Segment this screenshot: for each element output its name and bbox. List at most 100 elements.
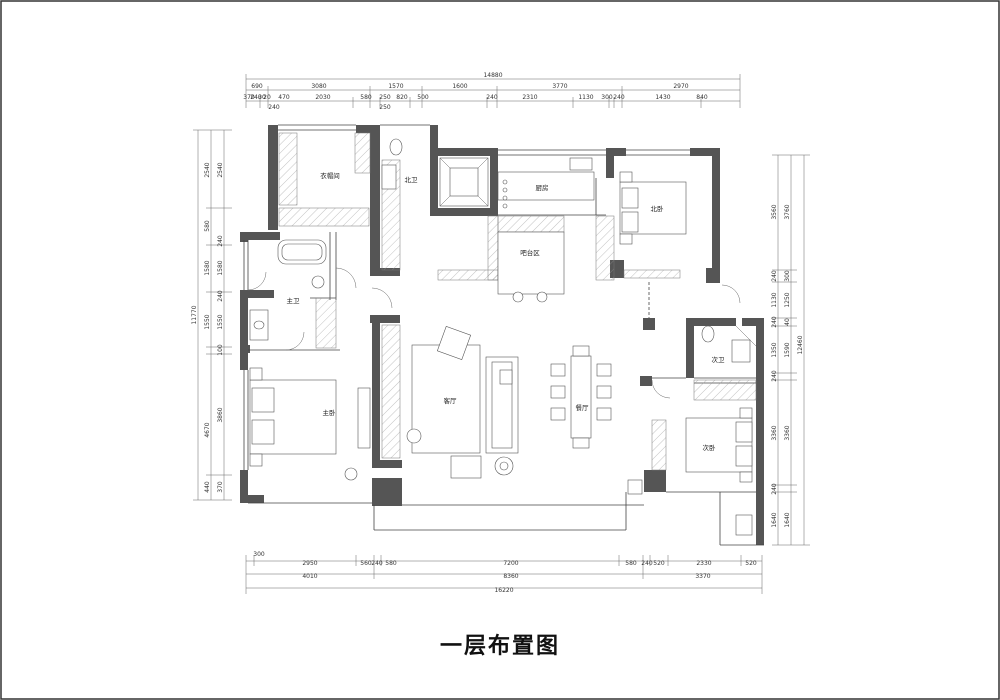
dim-bot-240b: 240 [641,560,653,567]
dim-top-total: 14880 [483,72,502,79]
dim-right-1640b: 1640 [784,512,791,527]
dim-left-upper-a: 2540 [204,162,211,177]
dim-top-r3-10: 240 [486,94,498,101]
living-rug [411,344,481,454]
dim-top-r3-8: 820 [396,94,408,101]
dim-right-40: 40 [784,318,791,326]
dim-left-370-440: 370 [217,481,224,493]
dim-right-3760: 3760 [784,204,791,219]
dim-left-upper-b: 2540 [217,162,224,177]
dim-left-440: 440 [204,481,211,493]
walls [240,125,764,545]
dim-right-3360a: 3360 [771,425,778,440]
dim-left-total: 11770 [191,305,198,324]
ottoman [450,455,482,479]
dim-right-1250: 1250 [784,292,791,307]
dim-right-3560: 3560 [771,204,778,219]
dim-top-r3-14: 240 [613,94,625,101]
bar-stool [512,291,524,303]
dim-top-r3-4: 470 [278,94,290,101]
dim-left-c2-240b: 240 [217,290,224,302]
dim-top-r3-5: 2030 [315,94,330,101]
dim-top-r3-3: 20 [263,94,271,101]
label-cloakroom: 衣帽间 [320,171,340,180]
toilet-second [701,325,715,343]
right-dimensions: 3560 3760 240 1130 1250 240 1350 1590 24… [771,154,810,546]
dim-bot-580a: 580 [385,560,397,567]
kitchen-island [497,171,595,201]
dim-bot-7200: 7200 [503,560,518,567]
dim-top-r2-5: 2970 [673,83,688,90]
dim-top-r3-7: 250 [379,94,391,101]
bar-stool [536,291,548,303]
dining-table [570,355,592,439]
dim-right-240d: 240 [771,483,778,495]
dim-left-1550: 1550 [204,314,211,329]
dim-right-1130: 1130 [771,292,778,307]
room-labels: 衣帽间 北卫 厨房 北卧 吧台区 主卫 客厅 餐厅 次卫 主卧 次卧 [287,171,726,452]
dim-right-1350: 1350 [771,342,778,357]
dim-top-r3-2: 30 [258,94,266,101]
left-dimensions: 11770 2540 2540 580 240 1580 240 1550 10… [191,129,232,501]
label-master-bedroom: 主卧 [323,408,337,417]
dim-top-r3-15: 1430 [655,94,670,101]
dim-right-1640a: 1640 [771,512,778,527]
label-second-bedroom: 次卧 [703,443,717,452]
drawing-title: 一层布置图 [439,634,560,659]
dim-bot-520a: 520 [653,560,665,567]
dim-top-r3-13: 300 [601,94,613,101]
dim-left-c2-240a: 240 [217,235,224,247]
dim-top-r3-0: 370 [243,94,255,101]
label-bar: 吧台区 [520,248,540,257]
dim-left-c2-100: 100 [217,344,224,356]
label-second-bath: 次卫 [712,355,726,364]
dim-top-r2-3: 1600 [452,83,467,90]
toilet-north [389,138,403,156]
dim-bot-2330: 2330 [696,560,711,567]
dim-right-300: 300 [784,270,791,282]
label-dining: 餐厅 [576,403,590,412]
label-north-bedroom: 北卧 [651,205,665,213]
bar-counter [497,231,565,295]
dim-right-total: 12460 [797,335,804,354]
side-table [406,428,422,444]
dim-top-small-240: 240 [268,104,280,111]
dim-top-r3-16: 840 [696,94,708,101]
label-master-bath: 主卫 [287,296,301,305]
toilet [311,275,325,289]
dim-bot-8360: 8360 [503,573,518,580]
label-north-bath: 北卫 [405,176,419,184]
dim-left-580: 580 [204,220,211,232]
dim-right-3360b: 3360 [784,425,791,440]
dim-top-r3-6: 580 [360,94,372,101]
furniture [247,138,757,536]
dim-bot-240a: 240 [371,560,383,567]
dim-left-c2-1580: 1580 [217,260,224,275]
armchair [436,325,472,361]
dim-top-r2-4: 3770 [552,83,567,90]
dim-right-240c: 240 [771,370,778,382]
dim-left-1580: 1580 [204,260,211,275]
dim-top-r3-11: 2310 [522,94,537,101]
dim-top-r3-12: 1130 [578,94,593,101]
dim-top-r3-1: 240 [250,94,262,101]
dim-bot-300: 300 [253,551,265,558]
dim-bot-total: 16220 [494,587,513,594]
dim-bot-560: 560 [360,560,372,567]
dim-right-240a: 240 [771,270,778,282]
dim-left-c2-1550: 1550 [217,314,224,329]
dim-left-4670: 4670 [204,422,211,437]
dim-bot-580b: 580 [625,560,637,567]
dim-top-small-250: 250 [379,104,391,111]
dim-top-r2-1: 3080 [311,83,326,90]
label-kitchen: 厨房 [536,183,549,192]
label-living: 客厅 [444,396,458,405]
dim-bot-3370: 3370 [695,573,710,580]
dim-left-3860: 3860 [217,407,224,422]
dim-bot-2950: 2950 [302,560,317,567]
dim-top-r3-9: 500 [417,94,429,101]
dim-right-1590: 1590 [784,342,791,357]
dim-right-240b: 240 [771,316,778,328]
